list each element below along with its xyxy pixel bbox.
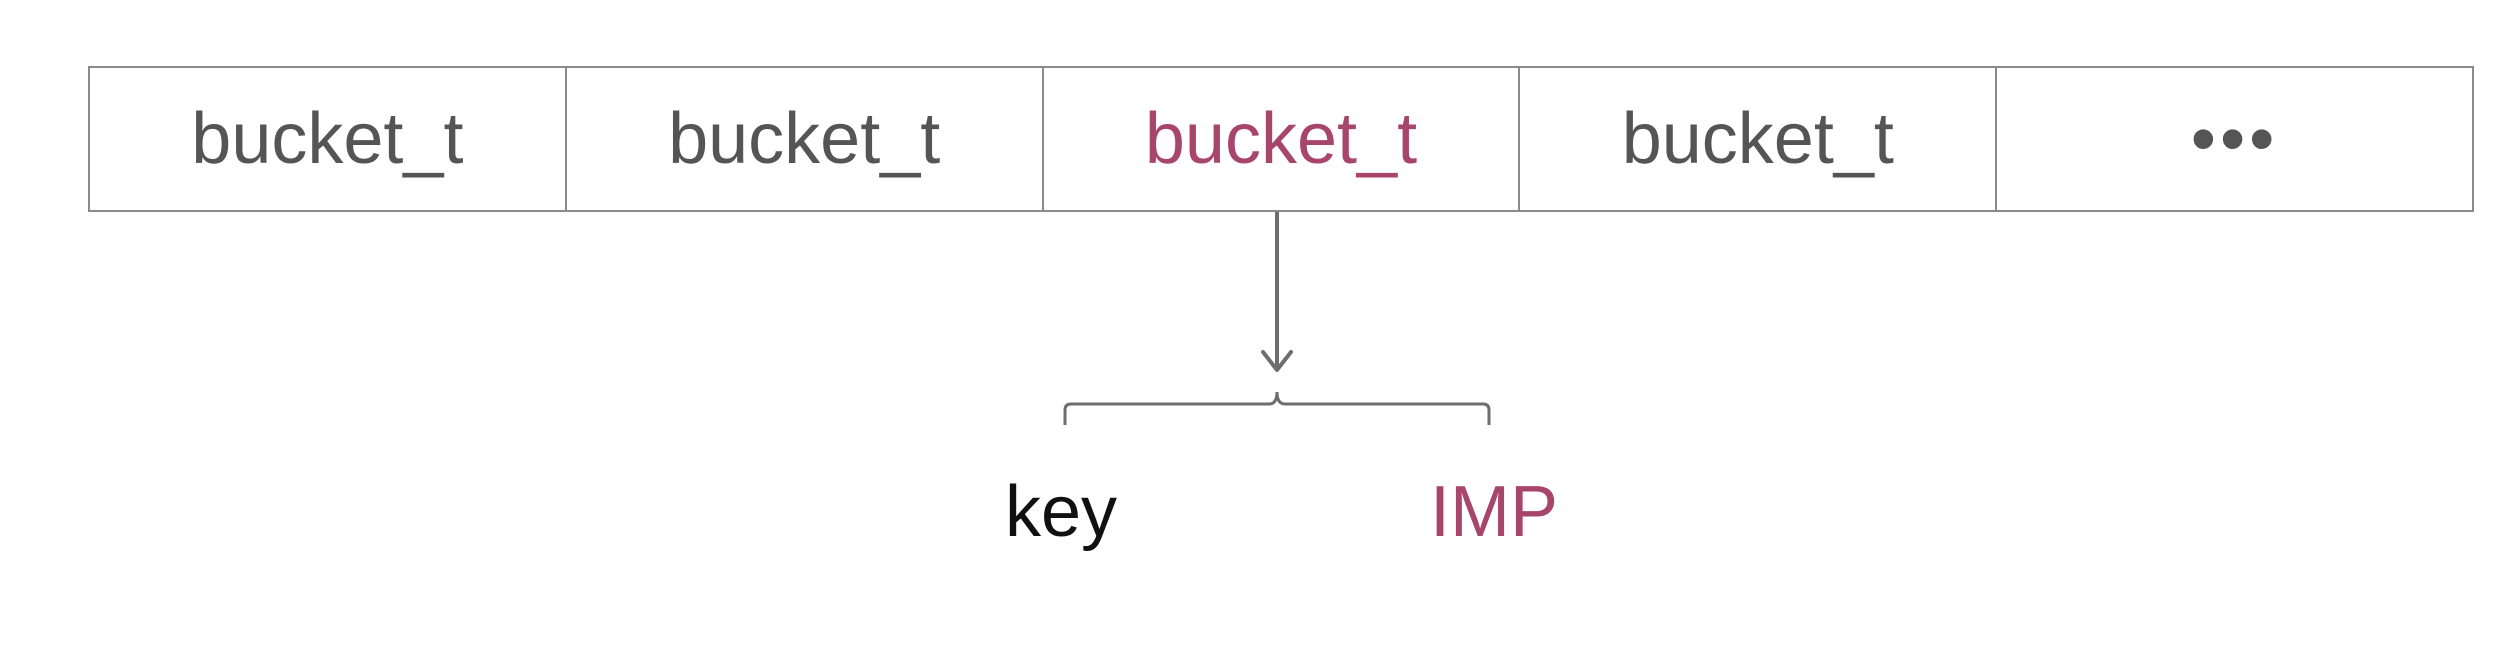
bucket-cell-3: bucket_t xyxy=(1520,68,1998,210)
arrow-head-icon xyxy=(1261,350,1293,372)
bucket-cell-0: bucket_t xyxy=(90,68,567,210)
curly-brace-icon xyxy=(1063,391,1491,425)
bucket-cell-highlighted: bucket_t xyxy=(1044,68,1521,210)
bucket-cell-ellipsis: ••• xyxy=(2190,99,2279,179)
field-key-label: key xyxy=(1005,472,1118,552)
bucket-array: bucket_t bucket_t bucket_t bucket_t ••• xyxy=(88,66,2474,212)
bucket-cell-1: bucket_t xyxy=(567,68,1044,210)
field-imp-label: IMP xyxy=(1430,472,1559,552)
